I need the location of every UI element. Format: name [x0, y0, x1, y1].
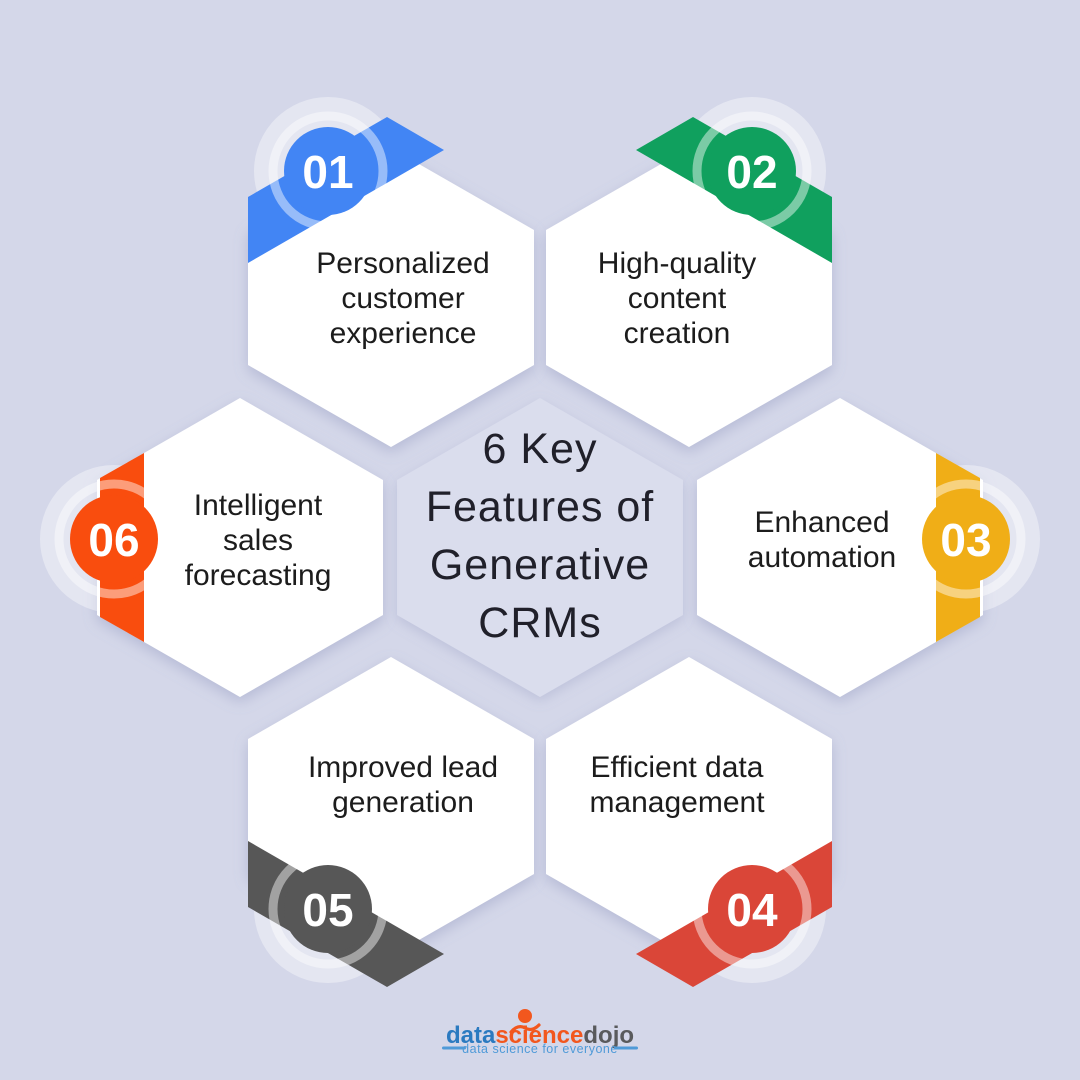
tagline-dash-right	[614, 1046, 638, 1050]
title-line-1: 6 Key	[483, 425, 598, 473]
center-title-hexagon: 6 Key Features of Generative CRMs	[397, 398, 683, 697]
footer-logo: datasciencedojo data science for everyon…	[442, 1009, 638, 1056]
badge-number-04: 04	[726, 884, 778, 936]
badge-circle-02	[708, 127, 796, 215]
feature-06-line-3: forecasting	[185, 559, 332, 592]
badge-number-05: 05	[302, 884, 353, 936]
hexagon-tile-03	[697, 398, 983, 697]
logo-person-arms-icon	[509, 1023, 541, 1034]
feature-01-line-2: customer	[341, 282, 464, 315]
logo-person-head-icon	[518, 1009, 532, 1023]
badge-ring-01	[268, 111, 388, 231]
feature-01-line-3: experience	[330, 317, 477, 350]
badge-circle-03	[922, 495, 1010, 583]
badge-circle-06	[70, 495, 158, 583]
badge-circle-05	[284, 865, 372, 953]
badge-number-03: 03	[940, 514, 991, 566]
feature-02-line-2: content	[628, 282, 727, 315]
brand-tagline: data science for everyone	[462, 1042, 618, 1056]
feature-04-line-2: management	[589, 786, 765, 819]
badge-ring-02	[692, 111, 812, 231]
feature-05-line-1: Improved lead	[308, 751, 498, 784]
feature-03-line-2: automation	[748, 541, 896, 574]
hexagon-tile-01	[248, 148, 534, 447]
badge-ring-03	[906, 479, 1026, 599]
feature-tile-01: 01 Personalized customer experience	[248, 97, 534, 447]
badge-ring-06	[54, 479, 174, 599]
feature-05-line-2: generation	[332, 786, 474, 819]
feature-tile-04: 04 Efficient data management	[546, 657, 832, 987]
feature-tile-02: 02 High-quality content creation	[546, 97, 832, 447]
title-line-3: Generative	[430, 541, 650, 589]
feature-04-line-1: Efficient data	[591, 751, 764, 784]
feature-03-line-1: Enhanced	[754, 506, 889, 539]
hexagon-tile-06	[97, 398, 383, 697]
badge-ring-05	[268, 849, 388, 969]
badge-number-06: 06	[88, 514, 139, 566]
feature-06-line-1: Intelligent	[194, 489, 323, 522]
feature-06-line-2: sales	[223, 524, 293, 557]
tagline-dash-left	[442, 1046, 466, 1050]
brand-data: data	[446, 1022, 496, 1049]
badge-number-01: 01	[302, 146, 353, 198]
feature-02-line-3: creation	[624, 317, 731, 350]
badge-number-02: 02	[726, 146, 777, 198]
title-line-2: Features of	[426, 483, 655, 531]
title-line-4: CRMs	[478, 599, 601, 647]
feature-01-line-1: Personalized	[316, 247, 489, 280]
brand-dojo: dojo	[583, 1022, 634, 1049]
feature-tile-06: 06 Intelligent sales forecasting	[40, 398, 383, 697]
badge-circle-01	[284, 127, 372, 215]
hexagon-tile-02	[546, 148, 832, 447]
feature-tile-05: 05 Improved lead generation	[248, 657, 534, 987]
feature-tile-03: 03 Enhanced automation	[697, 398, 1040, 697]
badge-ring-04	[692, 849, 812, 969]
badge-circle-04	[708, 865, 796, 953]
feature-02-line-1: High-quality	[598, 247, 756, 280]
center-hexagon	[397, 398, 683, 697]
